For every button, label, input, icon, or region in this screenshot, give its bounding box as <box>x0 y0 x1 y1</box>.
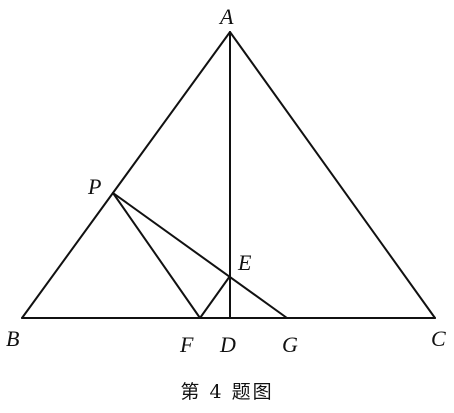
label-E: E <box>237 250 252 275</box>
segment-PG <box>112 192 288 319</box>
label-A: A <box>218 4 234 29</box>
segment-AB <box>21 31 231 319</box>
label-B: B <box>6 326 19 351</box>
label-G: G <box>282 332 298 357</box>
label-P: P <box>87 174 101 199</box>
segment-PF <box>112 192 201 319</box>
label-C: C <box>431 326 446 351</box>
figure-caption: 第 4 题图 <box>180 381 273 403</box>
label-D: D <box>219 332 236 357</box>
segment-AC <box>229 31 436 319</box>
label-F: F <box>179 332 194 357</box>
segment-FE <box>199 275 231 319</box>
